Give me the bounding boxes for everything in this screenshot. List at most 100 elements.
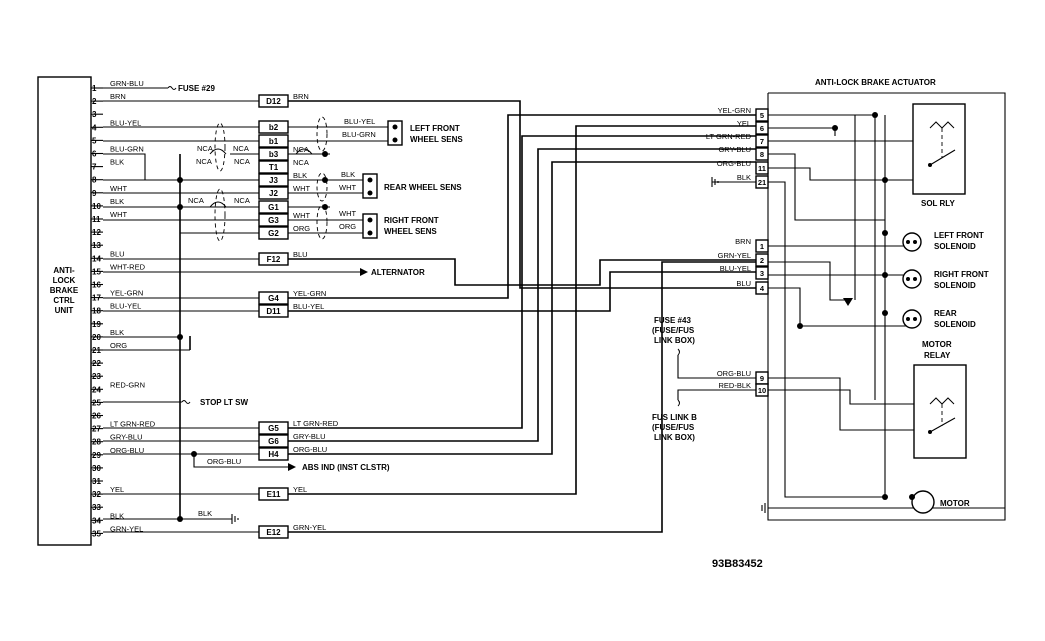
ecu-pin-number: 8 [92,176,97,185]
rear-wheel-sensor: REAR WHEEL SENS [362,173,462,199]
actuator-pin-wire-color: BLU-YEL [720,264,751,273]
connector-wire-color: WHT [293,184,310,193]
fuse43-label: LINK BOX) [654,336,695,345]
connector-wire-color: BLK [293,171,307,180]
ecu-pin-number: 19 [92,320,101,329]
rear-solenoid-label: SOLENOID [934,320,976,329]
ecu-pin-number: 32 [92,490,101,499]
ecu-pin-wire-color: GRN-YEL [110,524,143,533]
ecu-pin: 23 [91,372,103,381]
right-front-wheel-sensor: RIGHT FRONT WHEEL SENS [362,213,439,239]
ecu-pin-list: 1GRN-BLU2BRN34BLU-YEL56BLU-GRN7BLK89WHT1… [91,79,156,538]
ecu-pin-number: 3 [92,110,97,119]
ecu-label-line-1: ANTI- [53,266,75,275]
connector-wire-color: GRY-BLU [293,432,326,441]
ecu-pin-number: 23 [92,372,101,381]
ecu-pin-number: 16 [92,281,101,290]
actuator-pin-wire-color: RED-BLK [718,381,751,390]
rf-solenoid-label: SOLENOID [934,281,976,290]
ecu-pin-number: 1 [92,84,97,93]
connector-wire-color: NCA [293,145,309,154]
ecu-pin: 26 [91,412,103,421]
ecu-pin-number: 27 [92,425,101,434]
ecu-pin-number: 34 [92,516,101,525]
abs-ind-label: ABS IND (INST CLSTR) [302,463,390,472]
nca-label: NCA [196,157,212,166]
connector-list: D12BRNb2b1b3NCAT1NCAJ3BLKJ2WHTG1G3WHTG2O… [258,92,339,539]
actuator-title: ANTI-LOCK BRAKE ACTUATOR [815,78,936,87]
ecu-pin: 13 [91,241,103,250]
wire-label: WHT [339,209,356,218]
connector-id: G6 [268,437,279,446]
actuator-pin-number: 10 [758,386,766,395]
ecu-pin: 31 [91,477,103,486]
alternator-label: ALTERNATOR [371,268,425,277]
ecu-pin-number: 11 [92,215,101,224]
rear-solenoid-label: REAR [934,309,957,318]
connector-id: D12 [266,97,281,106]
connector-wire-color: BLU-YEL [293,302,324,311]
inline-connector: T1 NCA [258,158,309,174]
actuator-pin-wire-color: YEL-GRN [718,106,751,115]
ecu-pin-wire-color: BLK [110,158,124,167]
nca-label: NCA [188,196,204,205]
abs-actuator: ANTI-LOCK BRAKE ACTUATOR [767,78,1006,521]
connector-wire-color: NCA [293,158,309,167]
right-front-solenoid: RIGHT FRONT SOLENOID [902,269,989,290]
ecu-pin-number: 17 [92,294,101,303]
connector-id: E12 [266,528,281,537]
ecu-pin: 16 [91,281,103,290]
ecu-pin-number: 14 [92,254,101,263]
connector-wire-color: BRN [293,92,309,101]
motor-relay-label: MOTOR [922,340,952,349]
ecu-pin-number: 21 [92,346,101,355]
actuator-pin-number: 9 [760,374,764,383]
motor-relay: MOTOR RELAY [913,340,967,459]
ecu-pin-number: 4 [92,123,97,132]
connector-id: E11 [267,490,281,499]
wire-label: BLK [198,509,212,518]
connector-id: J3 [269,176,278,185]
ecu-pin-number: 22 [92,359,101,368]
stop-lt-sw-label: STOP LT SW [200,398,248,407]
inline-connector: G6 GRY-BLU [258,432,326,448]
ecu-pin-wire-color: BLU-YEL [110,302,141,311]
ecu-pin-number: 2 [92,97,97,106]
actuator-pin-wire-color: LT GRN-RED [706,132,752,141]
fus-link-b-label: (FUSE/FUS [652,423,695,432]
actuator-pin: 7LT GRN-RED [706,132,769,148]
ecu-pin-wire-color: GRY-BLU [110,433,143,442]
fuse43-label: FUSE #43 [654,316,691,325]
ecu-pin-number: 13 [92,241,101,250]
ecu-pin-number: 26 [92,412,101,421]
figure-code: 93B83452 [712,558,763,570]
ecu-pin-number: 31 [92,477,101,486]
connector-id: T1 [269,163,279,172]
ecu-pin-number: 9 [92,189,97,198]
actuator-pin-wire-color: GRY-BLU [718,145,751,154]
splice-dots [177,151,328,522]
wire-label: BLU-YEL [344,117,375,126]
